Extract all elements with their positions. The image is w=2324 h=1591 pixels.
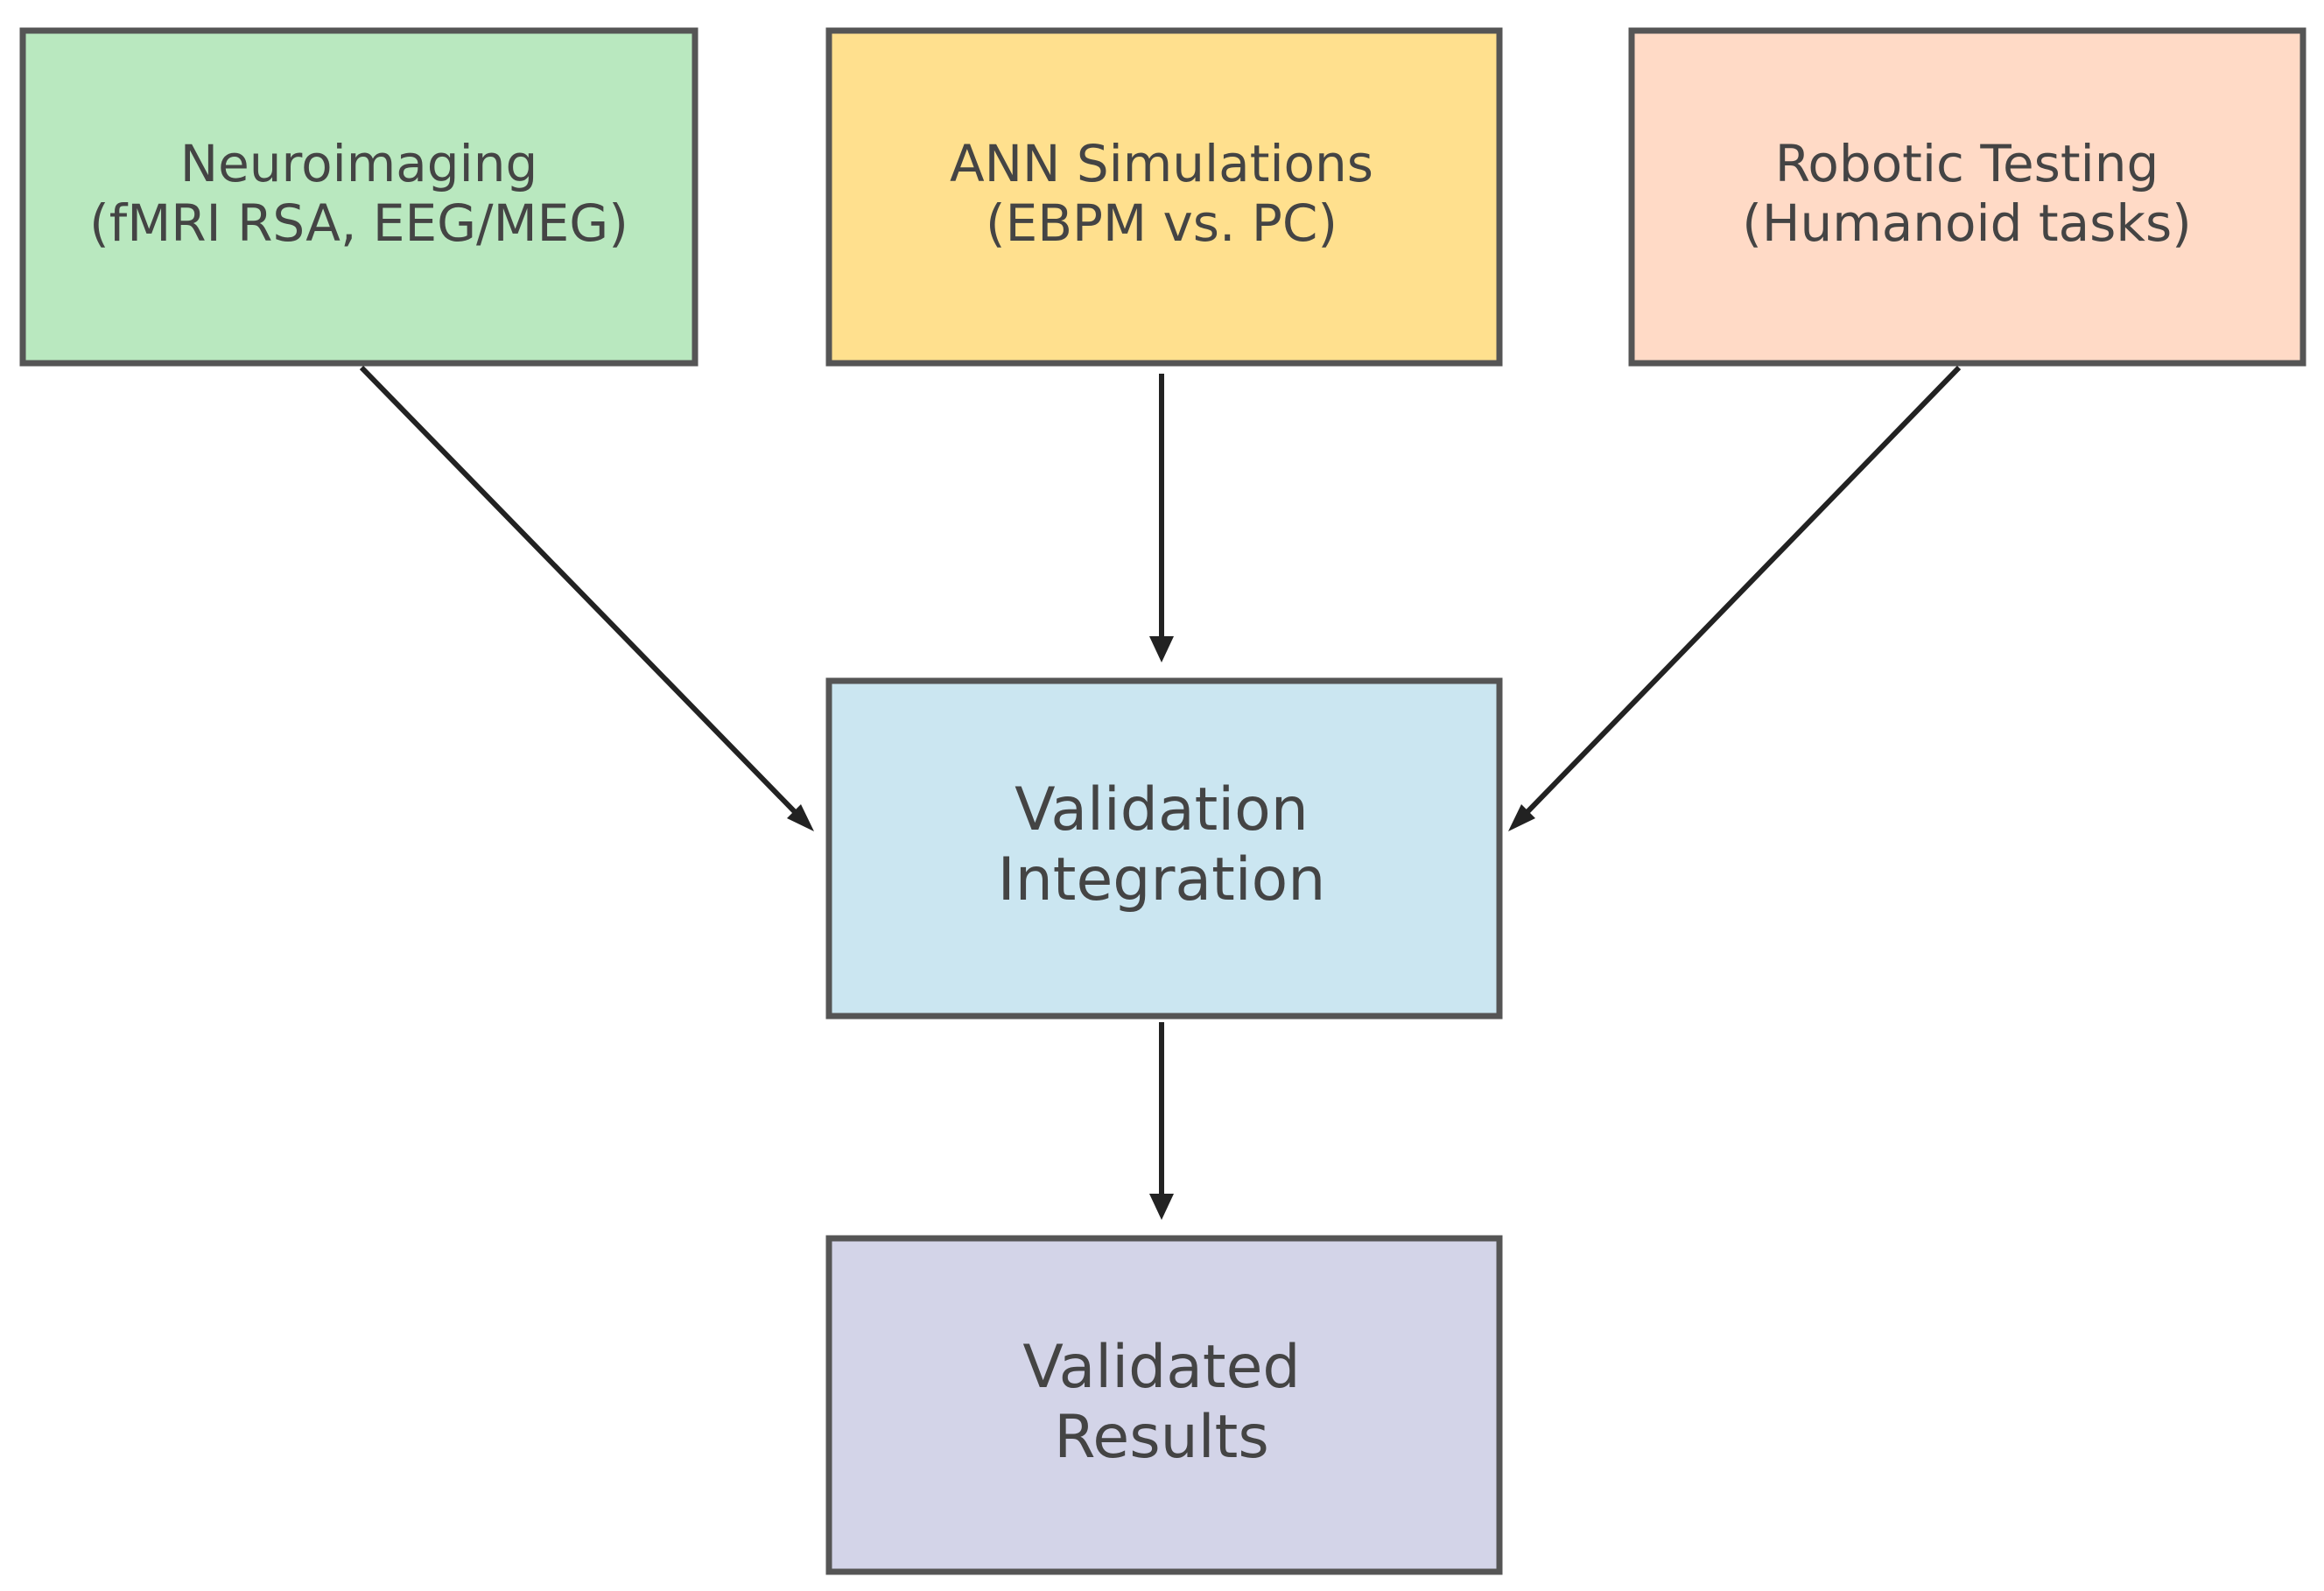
node-neuroimaging: Neuroimaging (fMRI RSA, EEG/MEG) [19, 27, 699, 367]
edge-neuroimaging-to-validation [359, 365, 814, 831]
node-robotic-box [1628, 27, 2306, 367]
edge-validation-to-results [1149, 1022, 1174, 1220]
node-robotic-subtitle: (Humanoid tasks) [1742, 193, 2192, 253]
node-results-subtitle: Results [1054, 1403, 1269, 1472]
node-neuroimaging-title: Neuroimaging [180, 134, 538, 193]
node-robotic-title: Robotic Testing [1775, 134, 2159, 193]
edge-robotic-to-validation [1508, 365, 1962, 831]
node-validation-integration: Validation Integration [825, 677, 1503, 1020]
node-neuroimaging-box [19, 27, 699, 367]
node-neuroimaging-subtitle: (fMRI RSA, EEG/MEG) [89, 193, 628, 253]
node-robotic-testing: Robotic Testing (Humanoid tasks) [1628, 27, 2306, 367]
node-ann-title: ANN Simulations [950, 134, 1373, 193]
node-validation-subtitle: Integration [998, 845, 1326, 915]
node-validation-title: Validation [1015, 775, 1309, 845]
node-validation-box [825, 677, 1503, 1020]
node-results-title: Validated [1022, 1333, 1300, 1402]
edge-ann-to-validation [1149, 374, 1174, 662]
node-results-box [825, 1235, 1503, 1575]
edges [359, 365, 1962, 1220]
node-validated-results: Validated Results [825, 1235, 1503, 1575]
node-ann-box [825, 27, 1503, 367]
node-ann-subtitle: (EBPM vs. PC) [986, 193, 1338, 253]
node-ann-simulations: ANN Simulations (EBPM vs. PC) [825, 27, 1503, 367]
